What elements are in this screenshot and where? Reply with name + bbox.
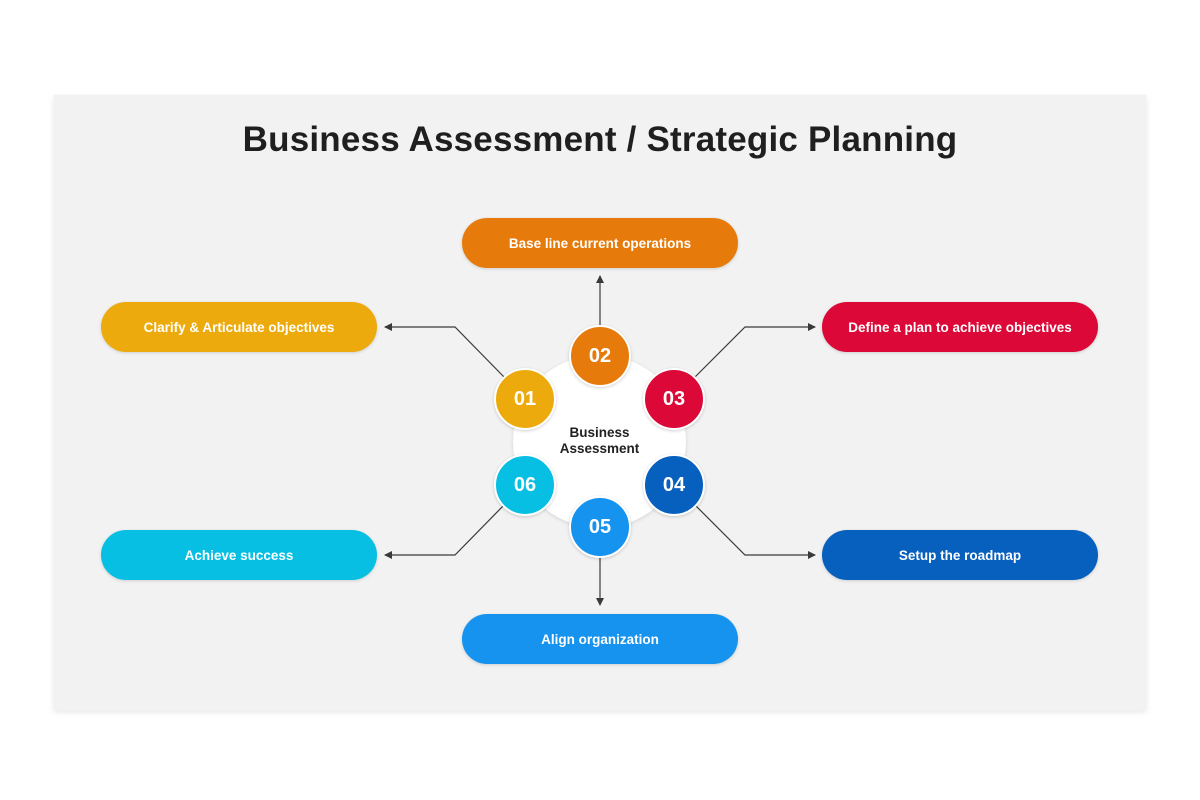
step-pill-define-plan: Define a plan to achieve objectives xyxy=(822,302,1098,352)
step-pill-clarify-objectives: Clarify & Articulate objectives xyxy=(101,302,377,352)
hub-label-line2: Assessment xyxy=(559,441,640,456)
step-pill-achieve-success: Achieve success xyxy=(101,530,377,580)
step-number-05: 05 xyxy=(569,496,631,558)
hub-label: Business Assessment xyxy=(513,425,686,457)
step-number-04: 04 xyxy=(643,454,705,516)
connector-06 xyxy=(384,503,506,559)
connector-04 xyxy=(693,503,816,559)
step-pill-align-organization: Align organization xyxy=(462,614,738,664)
connector-03 xyxy=(693,323,816,379)
step-pill-setup-roadmap: Setup the roadmap xyxy=(822,530,1098,580)
step-pill-baseline-operations: Base line current operations xyxy=(462,218,738,268)
step-number-02: 02 xyxy=(569,325,631,387)
connector-01 xyxy=(384,323,506,379)
page-title: Business Assessment / Strategic Planning xyxy=(242,120,958,159)
step-number-03: 03 xyxy=(643,368,705,430)
step-number-06: 06 xyxy=(494,454,556,516)
hub-label-line1: Business xyxy=(569,425,630,440)
step-number-01: 01 xyxy=(494,368,556,430)
